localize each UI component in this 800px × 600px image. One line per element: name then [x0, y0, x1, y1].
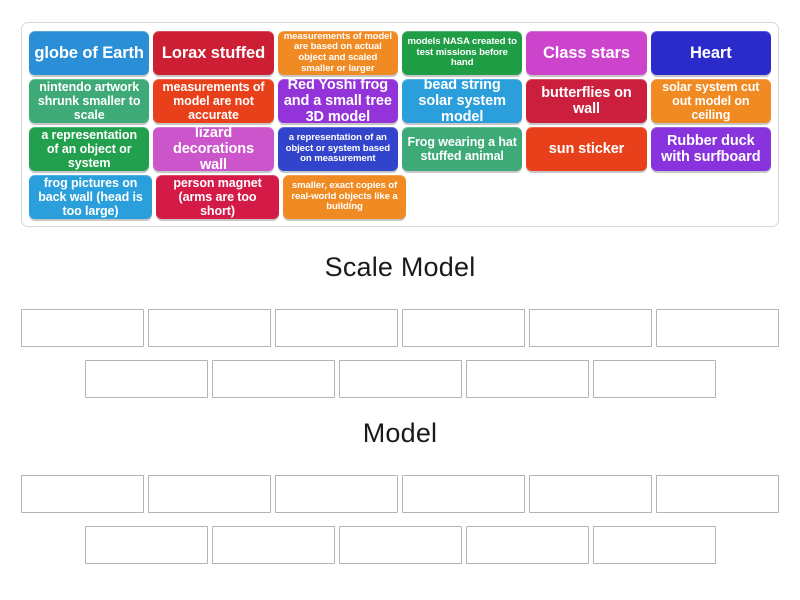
drop-slot[interactable] — [21, 475, 144, 513]
answer-tile[interactable]: solar system cut out model on ceiling — [650, 79, 771, 123]
drop-slot[interactable] — [339, 526, 462, 564]
drop-slot[interactable] — [529, 309, 652, 347]
answer-tile-label: Lorax stuffed — [161, 43, 266, 62]
drop-slot[interactable] — [85, 360, 208, 398]
answer-tile-label: Red Yoshi frog and a small tree 3D model — [283, 79, 392, 123]
answer-tile-label: measurements of model are based on actua… — [283, 31, 392, 74]
category-title: Scale Model — [324, 252, 476, 282]
answer-tile-label: butterflies on wall — [541, 84, 632, 117]
drop-slot[interactable] — [466, 526, 589, 564]
answer-tile-label: Frog wearing a hat stuffed animal — [407, 135, 517, 163]
answer-tile[interactable]: butterflies on wall — [526, 79, 647, 123]
answer-tile-label: person magnet (arms are too short) — [173, 176, 262, 218]
drop-slot-row — [21, 360, 779, 398]
drop-slot-row — [21, 309, 779, 347]
tile-row: globe of Earth Lorax stuffed measurements … — [29, 31, 771, 75]
answer-tile[interactable]: Frog wearing a hat stuffed animal — [401, 127, 523, 171]
answer-tile[interactable]: a representation of an object or system … — [277, 127, 398, 171]
answer-tile[interactable]: Rubber duck with surfboard — [650, 127, 771, 171]
tile-row: frog pictures on back wall (head is too … — [29, 175, 771, 219]
answer-tile-label: measurements of model are not accurate — [162, 80, 265, 122]
drop-slot[interactable] — [402, 475, 525, 513]
drop-slot[interactable] — [85, 526, 208, 564]
answer-tile[interactable]: smaller, exact copies of real-world obje… — [283, 175, 406, 219]
drop-slot[interactable] — [402, 309, 525, 347]
answer-tile[interactable]: Heart — [650, 31, 771, 75]
drop-slot-rows — [21, 309, 779, 398]
drop-slot-row — [21, 526, 779, 564]
answer-tile-label: globe of Earth — [34, 43, 144, 62]
answer-tile[interactable]: bead string solar system model — [401, 79, 523, 123]
drop-slot[interactable] — [275, 309, 398, 347]
answer-tile-label: a representation of an object or system … — [285, 131, 391, 165]
answer-tile-label: Class stars — [542, 43, 630, 62]
answer-tile[interactable]: Red Yoshi frog and a small tree 3D model — [277, 79, 398, 123]
answer-tile-label: Heart — [689, 43, 732, 62]
drop-slot[interactable] — [339, 360, 462, 398]
answer-tile-label: sun sticker — [548, 140, 625, 157]
answer-tile[interactable]: a representation of an object or system — [29, 127, 150, 171]
answer-tile[interactable]: nintendo artwork shrunk smaller to scale — [29, 79, 150, 123]
answer-tile[interactable]: lizard decorations wall — [153, 127, 274, 171]
drop-slot[interactable] — [275, 475, 398, 513]
answer-tile-label: models NASA created to test missions bef… — [407, 35, 517, 69]
tile-row: nintendo artwork shrunk smaller to scale… — [29, 79, 771, 123]
answer-tile[interactable]: Class stars — [526, 31, 647, 75]
drop-slot[interactable] — [529, 475, 652, 513]
drop-slot[interactable] — [656, 309, 779, 347]
category-model: Model — [21, 418, 779, 564]
drop-slot[interactable] — [212, 526, 335, 564]
answer-tile-label: nintendo artwork shrunk smaller to scale — [37, 80, 141, 122]
answer-tile[interactable]: measurements of model are based on actua… — [277, 31, 398, 75]
drop-slot-row — [21, 475, 779, 513]
drop-slot[interactable] — [148, 475, 271, 513]
answer-tile-label: lizard decorations wall — [172, 127, 255, 171]
drop-slot[interactable] — [656, 475, 779, 513]
category-scale-model: Scale Model — [21, 252, 779, 398]
answer-tile[interactable]: sun sticker — [526, 127, 647, 171]
tile-row: a representation of an object or system l… — [29, 127, 771, 171]
drop-slot[interactable] — [593, 360, 716, 398]
answer-tile-tray: globe of Earth Lorax stuffed measurements … — [21, 22, 779, 227]
answer-tile[interactable]: measurements of model are not accurate — [153, 79, 274, 123]
drop-slot[interactable] — [466, 360, 589, 398]
answer-tile-label: a representation of an object or system — [41, 128, 137, 170]
answer-tile[interactable]: frog pictures on back wall (head is too … — [29, 175, 152, 219]
answer-tile-label: smaller, exact copies of real-world obje… — [291, 179, 398, 213]
category-title: Model — [362, 418, 438, 448]
answer-tile-label: Rubber duck with surfboard — [661, 132, 761, 165]
answer-tile-label: bead string solar system model — [418, 79, 506, 123]
answer-tile[interactable]: models NASA created to test missions bef… — [401, 31, 523, 75]
answer-tile-label: solar system cut out model on ceiling — [662, 80, 760, 122]
answer-tile-label: frog pictures on back wall (head is too … — [38, 176, 143, 218]
answer-tile[interactable]: globe of Earth — [29, 31, 150, 75]
drop-slot[interactable] — [148, 309, 271, 347]
drop-slot[interactable] — [212, 360, 335, 398]
drop-slot[interactable] — [593, 526, 716, 564]
answer-tile[interactable]: person magnet (arms are too short) — [156, 175, 279, 219]
drop-slot-rows — [21, 475, 779, 564]
tile-rows: globe of Earth Lorax stuffed measurements … — [29, 31, 771, 219]
drop-slot[interactable] — [21, 309, 144, 347]
answer-tile[interactable]: Lorax stuffed — [153, 31, 274, 75]
